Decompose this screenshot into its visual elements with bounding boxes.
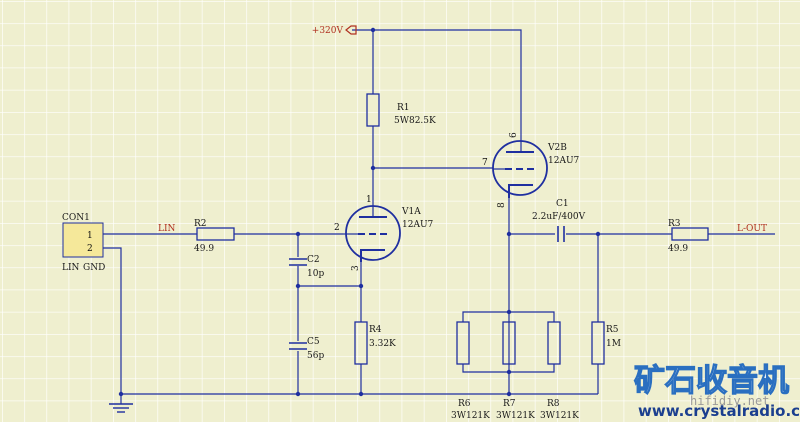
svg-text:R4: R4 <box>369 325 382 335</box>
supply-label: +320V <box>312 26 344 36</box>
watermark-site: hifidiy.net <box>690 394 769 408</box>
tube-v1a-ref: V1A <box>401 207 421 217</box>
tube-v2b: 6 7 8 V2B 12AU7 <box>482 126 580 208</box>
svg-text:R3: R3 <box>668 219 681 229</box>
svg-text:R1: R1 <box>397 103 410 113</box>
junctions <box>118 27 601 397</box>
net-label-output: L-OUT <box>737 224 767 234</box>
svg-text:2: 2 <box>334 223 340 233</box>
resistor-r1: R1 5W82.5K <box>366 93 436 127</box>
resistor-r3: R3 49.9 <box>668 219 709 254</box>
svg-text:6: 6 <box>509 132 519 138</box>
connector-pin1-label: LIN <box>62 263 80 273</box>
connector-pin1: 1 <box>87 231 93 241</box>
resistor-r2: R2 49.9 <box>194 219 235 254</box>
resistor-r7: R7 3W121K <box>496 321 535 421</box>
supply-port: +320V <box>312 25 357 36</box>
watermark: hifidiy.net 矿石收音机 www.crystalradio.cn <box>633 362 800 420</box>
resistor-r5: R5 1M <box>591 321 621 365</box>
tube-v1a: 1 2 3 V1A 12AU7 <box>334 195 434 271</box>
svg-text:C2: C2 <box>307 255 320 265</box>
tube-v2b-ref: V2B <box>547 143 567 153</box>
svg-text:3: 3 <box>351 265 361 271</box>
svg-text:R5: R5 <box>606 325 619 335</box>
svg-text:49.9: 49.9 <box>668 244 688 254</box>
net-label-input: LIN <box>158 224 176 234</box>
tube-v2b-type: 12AU7 <box>548 156 580 166</box>
connector-con1: CON1 1 2 LIN GND <box>62 213 105 273</box>
svg-text:R8: R8 <box>547 399 560 409</box>
connector-ref: CON1 <box>62 213 90 223</box>
svg-text:3W121K: 3W121K <box>540 411 579 421</box>
svg-text:3.32K: 3.32K <box>369 339 396 349</box>
svg-text:5W82.5K: 5W82.5K <box>394 116 436 126</box>
resistor-r6: R6 3W121K <box>451 321 490 421</box>
capacitor-c2: C2 10p <box>289 255 324 279</box>
svg-text:7: 7 <box>482 158 488 168</box>
svg-text:C1: C1 <box>556 199 569 209</box>
svg-text:C5: C5 <box>307 337 320 347</box>
capacitor-c1: C1 2.2uF/400V <box>532 199 586 242</box>
svg-text:3W121K: 3W121K <box>496 411 535 421</box>
svg-text:56p: 56p <box>307 351 324 361</box>
svg-text:10p: 10p <box>307 269 324 279</box>
connector-pin2: 2 <box>87 244 93 254</box>
connector-pin2-label: GND <box>83 263 105 273</box>
watermark-url: www.crystalradio.cn <box>638 402 800 420</box>
svg-text:1: 1 <box>366 195 372 205</box>
svg-text:3W121K: 3W121K <box>451 411 490 421</box>
resistor-r8: R8 3W121K <box>540 321 579 421</box>
svg-text:R7: R7 <box>503 399 516 409</box>
svg-text:49.9: 49.9 <box>194 244 214 254</box>
resistor-r4: R4 3.32K <box>354 321 396 365</box>
svg-text:R6: R6 <box>458 399 471 409</box>
ground-icon <box>109 403 133 413</box>
svg-text:2.2uF/400V: 2.2uF/400V <box>532 212 586 222</box>
tube-v1a-type: 12AU7 <box>402 220 434 230</box>
svg-text:8: 8 <box>497 202 507 208</box>
capacitor-c5: C5 56p <box>289 337 324 361</box>
svg-text:R2: R2 <box>194 219 207 229</box>
watermark-brand: 矿石收音机 <box>634 363 789 399</box>
svg-text:1M: 1M <box>606 339 621 349</box>
